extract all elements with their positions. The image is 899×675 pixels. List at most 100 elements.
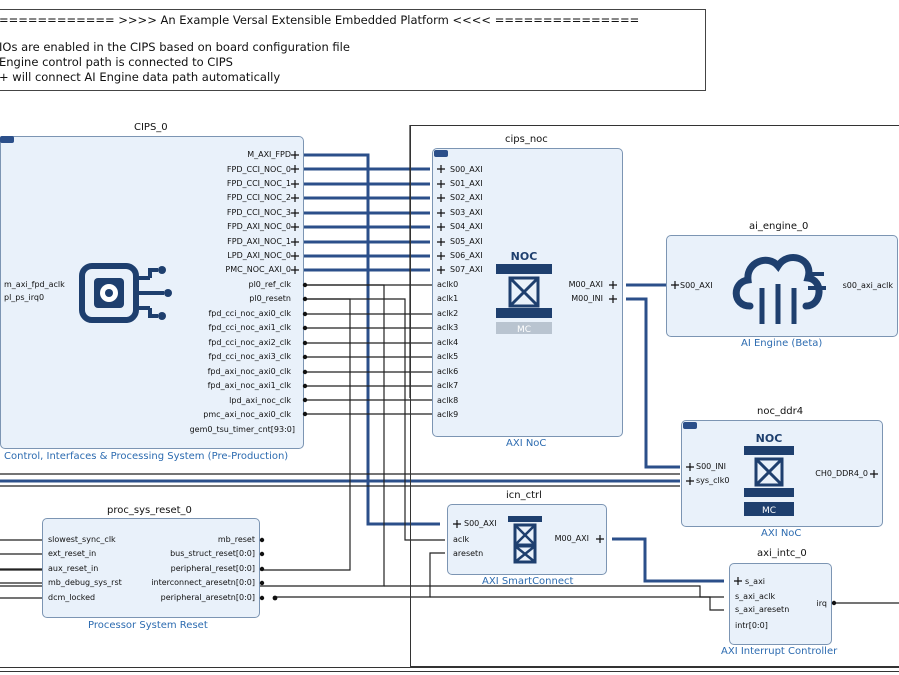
net-wire	[275, 552, 445, 598]
net-wire	[430, 596, 724, 611]
port-label: fpd_cci_noc_axi3_clk	[208, 352, 291, 361]
proc-sys-reset-subtitle: Processor System Reset	[88, 620, 208, 631]
port-label: M00_AXI	[568, 280, 603, 289]
port-label: S00_AXI	[680, 281, 713, 290]
noc-ddr4-title: noc_ddr4	[757, 406, 804, 417]
port-label: ext_reset_in	[48, 549, 97, 558]
port-label: aclk7	[437, 381, 459, 390]
port-label: fpd_cci_noc_axi0_clk	[208, 309, 291, 318]
axi-intc-title: axi_intc_0	[757, 548, 807, 559]
port-label: S07_AXI	[450, 265, 483, 274]
port-label: m_axi_fpd_aclk	[4, 280, 65, 289]
port-label: bus_struct_reset[0:0]	[170, 549, 255, 558]
proc-sys-reset-title: proc_sys_reset_0	[107, 505, 192, 516]
port-label: aclk0	[437, 280, 459, 289]
port-label: aclk5	[437, 352, 459, 361]
port-label: FPD_CCI_NOC_2	[226, 193, 291, 202]
divider-line	[0, 667, 899, 668]
cips-icon	[78, 260, 178, 334]
port-label: FPD_CCI_NOC_3	[226, 208, 291, 217]
comment-note[interactable]: ============ >>>> An Example Versal Exte…	[0, 9, 706, 91]
net-wire	[303, 298, 445, 541]
port-label: dcm_locked	[48, 593, 96, 602]
port-label: fpd_axi_noc_axi0_clk	[207, 367, 291, 376]
port-label: S00_INI	[696, 462, 726, 471]
note-line: Engine control path is connected to CIPS	[0, 55, 233, 69]
port-label: pl0_ref_clk	[248, 280, 292, 289]
port-label: PMC_NOC_AXI_0	[225, 265, 291, 274]
ai-engine-subtitle: AI Engine (Beta)	[741, 338, 823, 349]
port-label: S01_AXI	[450, 179, 483, 188]
note-line: + will connect AI Engine data path autom…	[0, 70, 281, 84]
port-label: peripheral_reset[0:0]	[170, 564, 255, 573]
mc-label: MC	[762, 506, 776, 516]
port-label: M00_AXI	[554, 534, 589, 543]
port-label: aux_reset_in	[48, 564, 99, 573]
port-label: S06_AXI	[450, 251, 483, 260]
cips-noc-block[interactable]	[432, 148, 623, 437]
port-label: interconnect_aresetn[0:0]	[151, 578, 255, 587]
port-label: aresetn	[453, 549, 484, 558]
port-label: aclk8	[437, 396, 459, 405]
port-label: M00_INI	[571, 294, 603, 303]
port-label: lpd_axi_noc_clk	[229, 396, 291, 405]
bus-wire	[303, 153, 440, 526]
port-label: s_axi_aclk	[735, 592, 776, 601]
net-wire	[384, 585, 724, 598]
port-label: aclk3	[437, 323, 459, 332]
port-label: S00_AXI	[464, 519, 497, 528]
noc-icon: NOC MC	[496, 248, 552, 340]
mc-label: MC	[517, 325, 531, 335]
port-label: irq	[816, 599, 827, 608]
port-label: pl_ps_irq0	[4, 293, 45, 302]
smartconnect-icon	[508, 516, 542, 568]
port-label: s00_axi_aclk	[842, 281, 893, 290]
icn-ctrl-subtitle: AXI SmartConnect	[482, 576, 574, 587]
port-label: pmc_axi_noc_axi0_clk	[203, 410, 291, 419]
ai-engine-block[interactable]	[666, 235, 898, 337]
port-label: pl0_resetn	[249, 294, 291, 303]
proc-sys-reset-block[interactable]	[42, 518, 260, 618]
note-line: IOs are enabled in the CIPS based on boa…	[0, 40, 350, 54]
port-label: fpd_cci_noc_axi2_clk	[208, 338, 291, 347]
port-label: fpd_cci_noc_axi1_clk	[208, 323, 291, 332]
port-label: sys_clk0	[696, 476, 730, 485]
noc-ddr4-subtitle: AXI NoC	[761, 528, 802, 539]
port-label: S03_AXI	[450, 208, 483, 217]
axi-intc-block[interactable]	[729, 563, 832, 645]
port-label: LPD_AXI_NOC_0	[227, 251, 291, 260]
port-label: aclk4	[437, 338, 459, 347]
port-label: aclk6	[437, 367, 459, 376]
note-line: ============ >>>> An Example Versal Exte…	[0, 13, 640, 27]
cips-noc-title: cips_noc	[505, 134, 548, 145]
port-label: aclk2	[437, 309, 459, 318]
port-label: M_AXI_FPD	[247, 150, 291, 159]
port-label: aclk9	[437, 410, 459, 419]
port-label: gem0_tsu_timer_cnt[93:0]	[189, 425, 295, 434]
bus-wire	[612, 537, 724, 583]
ai-engine-title: ai_engine_0	[749, 221, 809, 232]
noc-ddr4-icon: NOC MC	[744, 432, 794, 522]
port-label: s_axi_aresetn	[735, 605, 790, 614]
hierarchy-frame	[410, 125, 899, 667]
port-label: FPD_CCI_NOC_1	[226, 179, 291, 188]
icn-ctrl-title: icn_ctrl	[506, 490, 542, 501]
bus-wire	[626, 297, 680, 469]
port-label: peripheral_aresetn[0:0]	[160, 593, 255, 602]
port-label: mb_reset	[217, 535, 255, 544]
axi-intc-subtitle: AXI Interrupt Controller	[721, 646, 838, 657]
ai-engine-icon	[728, 244, 828, 330]
port-label: S05_AXI	[450, 237, 483, 246]
port-label: slowest_sync_clk	[48, 535, 116, 544]
port-label: S00_AXI	[450, 165, 483, 174]
port-label: FPD_AXI_NOC_1	[227, 237, 291, 246]
cips-subtitle: Control, Interfaces & Processing System …	[4, 451, 289, 462]
port-label: aclk	[453, 535, 470, 544]
port-label: s_axi	[745, 577, 766, 586]
port-label: FPD_AXI_NOC_0	[227, 222, 291, 231]
port-label: S04_AXI	[450, 222, 483, 231]
cips-noc-subtitle: AXI NoC	[506, 438, 547, 449]
port-label: intr[0:0]	[735, 621, 768, 630]
port-label: FPD_CCI_NOC_0	[226, 165, 291, 174]
port-label: S02_AXI	[450, 193, 483, 202]
